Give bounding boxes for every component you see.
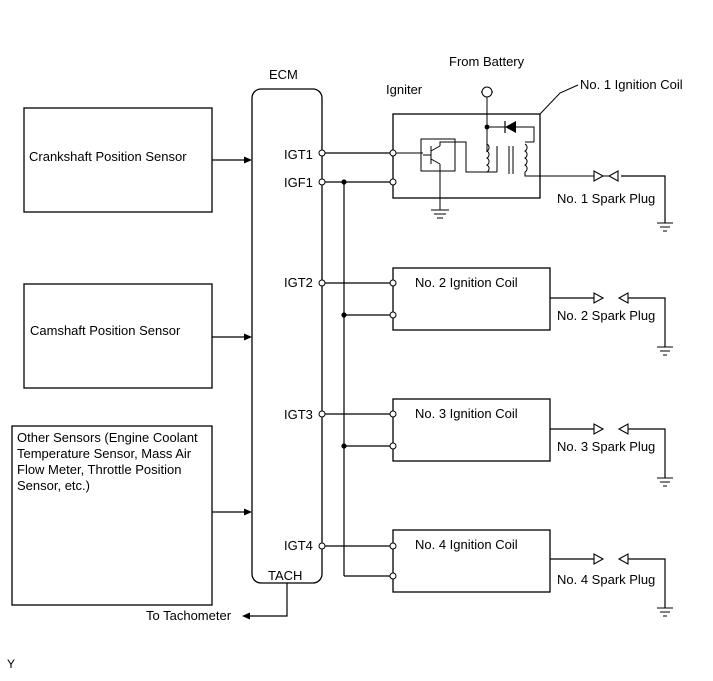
ecm-pin-igt2: IGT2 xyxy=(284,275,313,290)
signal-wiring xyxy=(318,149,393,577)
ecm-title: ECM xyxy=(269,67,298,82)
igniter-label: Igniter xyxy=(386,82,423,97)
sensor-arrows xyxy=(212,156,252,516)
coil-3: No. 3 Ignition Coil No. 3 Spark Plug xyxy=(389,398,673,487)
coil-2: No. 2 Ignition Coil No. 2 Spark Plug xyxy=(389,267,673,356)
ecm-block: ECM IGT1 IGF1 IGT2 IGT3 IGT4 TACH xyxy=(251,67,323,584)
crankshaft-sensor: Crankshaft Position Sensor xyxy=(23,107,213,213)
igniter-block: From Battery Igniter No. 1 Ignition Coil xyxy=(386,54,683,232)
coil-4: No. 4 Ignition Coil No. 4 Spark Plug xyxy=(389,529,673,617)
camshaft-sensor: Camshaft Position Sensor xyxy=(23,283,213,389)
battery-label: From Battery xyxy=(449,54,525,69)
camshaft-sensor-label: Camshaft Position Sensor xyxy=(30,323,181,338)
spark-plug-3-label: No. 3 Spark Plug xyxy=(557,439,655,454)
ecm-pin-igt1: IGT1 xyxy=(284,147,313,162)
ecm-pin-tach: TACH xyxy=(268,568,302,583)
ecm-pin-igt3: IGT3 xyxy=(284,407,313,422)
other-sensors-line-3: Flow Meter, Throttle Position xyxy=(17,462,182,477)
coil1-label: No. 1 Ignition Coil xyxy=(580,77,683,92)
tachometer-label: To Tachometer xyxy=(146,608,232,623)
other-sensors-line-4: Sensor, etc.) xyxy=(17,478,90,493)
ecm-pin-igt4: IGT4 xyxy=(284,538,313,553)
other-sensors: Other Sensors (Engine Coolant Temperatur… xyxy=(11,425,213,606)
spark-plug-2-label: No. 2 Spark Plug xyxy=(557,308,655,323)
tachometer-output: To Tachometer xyxy=(146,583,288,623)
crankshaft-sensor-label: Crankshaft Position Sensor xyxy=(29,149,187,164)
coil-4-label: No. 4 Ignition Coil xyxy=(415,537,518,552)
other-sensors-line-2: Temperature Sensor, Mass Air xyxy=(17,446,192,461)
spark-plug-1-label: No. 1 Spark Plug xyxy=(557,191,655,206)
coil-2-label: No. 2 Ignition Coil xyxy=(415,275,518,290)
spark-plug-4-label: No. 4 Spark Plug xyxy=(557,572,655,587)
corner-mark: Y xyxy=(7,657,15,671)
coil-3-label: No. 3 Ignition Coil xyxy=(415,406,518,421)
other-sensors-line-1: Other Sensors (Engine Coolant xyxy=(17,430,198,445)
ecm-pin-igf1: IGF1 xyxy=(284,175,313,190)
